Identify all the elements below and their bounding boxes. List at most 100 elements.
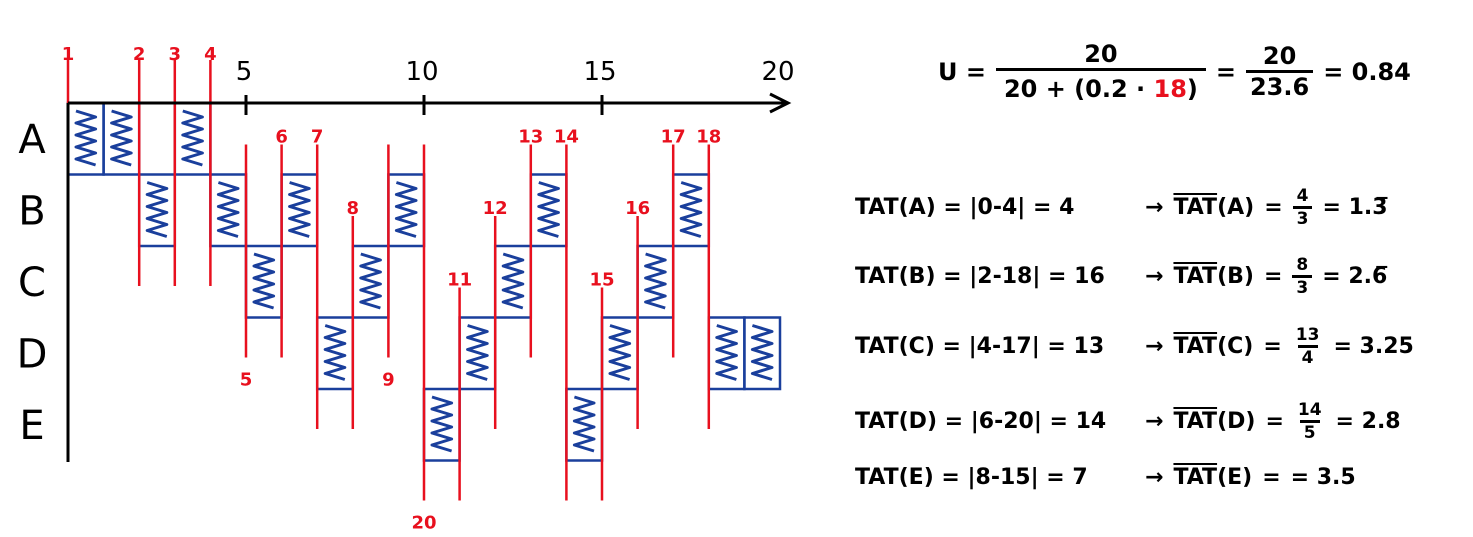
fraction-denominator: 3 [1292, 275, 1313, 298]
average-result: = 3.5 [1290, 465, 1356, 490]
utilization-denom-right: ) [1186, 75, 1198, 103]
hatch-scribble [537, 181, 560, 238]
hatch-scribble [288, 181, 311, 238]
hatch-scribble [359, 252, 382, 310]
row-label-e: E [19, 403, 44, 449]
average-result: = 2.8 [1335, 409, 1401, 434]
arrow-icon: → [1145, 334, 1164, 359]
average-tat-label: TAT [1173, 334, 1218, 359]
utilization-denominator2: 23.6 [1245, 70, 1314, 101]
hatch-scribble [110, 109, 133, 167]
equals-sign: = [1262, 465, 1281, 490]
switch-label: 17 [661, 127, 686, 148]
switch-label: 6 [275, 127, 288, 148]
fraction-denominator: 3 [1292, 206, 1313, 229]
utilization-denom-left: 20 + (0.2 · [1003, 75, 1146, 103]
average-tat-label: TAT [1173, 465, 1218, 490]
tick-labels: 5 10 15 20 [236, 57, 795, 87]
switch-label: 18 [696, 127, 721, 148]
hatch-scribble [644, 252, 667, 310]
utilization-eq1: = [1215, 57, 1236, 86]
fraction-denominator: 5 [1299, 420, 1320, 443]
switch-label: 5 [240, 370, 253, 391]
hatch-scribble [679, 181, 703, 238]
tick-label: 20 [761, 57, 794, 87]
tat-expression: TAT(B) = |2-18| = 16 [855, 264, 1105, 289]
utilization-denom-red: 18 [1153, 75, 1187, 103]
average-tat: TAT(A) [1173, 195, 1254, 220]
hatch-scribble [323, 324, 347, 381]
equals-sign: = [1265, 409, 1284, 434]
fraction-numerator: 14 [1297, 400, 1322, 420]
utilization-denominator: 20 + (0.2 · 18) [995, 68, 1206, 103]
switch-label: 1 [62, 44, 75, 65]
row-label-b: B [18, 188, 45, 234]
row-label-a: A [18, 117, 46, 163]
switch-label: 14 [554, 127, 579, 148]
tick-label: 10 [405, 57, 438, 87]
equals-sign: = [1263, 264, 1283, 289]
average-tat-process: (A) [1217, 195, 1255, 220]
hatch-scribble [216, 181, 240, 238]
average-tat-process: (E) [1217, 465, 1253, 490]
hatch-scribble [608, 324, 632, 381]
fraction-numerator: 13 [1295, 325, 1320, 345]
switch-label: 7 [311, 127, 324, 148]
average-result: = 2.6̅ [1322, 264, 1388, 289]
switch-label: 2 [133, 44, 146, 65]
utilization-numerator2: 20 [1262, 42, 1297, 70]
switch-label: 12 [483, 198, 508, 219]
arrow-icon: → [1145, 264, 1164, 289]
tick-label: 5 [236, 57, 253, 87]
tat-row: TAT(E) = |8-15| = 7 → TAT(E) = = 3.5 [855, 465, 1356, 490]
utilization-numerator: 20 [1084, 40, 1118, 68]
average-result: = 1.3̅ [1322, 195, 1388, 220]
tat-expression: TAT(A) = |0-4| = 4 [855, 195, 1075, 220]
utilization-lhs: U = [938, 57, 986, 86]
utilization-fraction: 20 20 + (0.2 · 18) [995, 40, 1206, 103]
switch-label: 9 [382, 370, 395, 391]
hatch-scribble [181, 109, 204, 167]
process-block-d [743, 316, 782, 391]
switch-label: 13 [518, 127, 543, 148]
arrow-icon: → [1145, 409, 1164, 434]
utilization-fraction2: 20 23.6 [1245, 42, 1314, 101]
average-tat-process: (C) [1217, 334, 1254, 359]
hatch-scribble [145, 181, 169, 238]
fraction-numerator: 4 [1296, 186, 1309, 206]
switch-label: 15 [589, 270, 614, 291]
average-tat: TAT(E) [1173, 465, 1252, 490]
hatch-scribble [466, 324, 489, 381]
equals-sign: = [1263, 334, 1282, 359]
row-label-c: C [18, 260, 46, 306]
average-tat: TAT(D) [1173, 409, 1255, 434]
axes [66, 92, 792, 462]
hatch-scribble [394, 181, 418, 238]
tick-label: 15 [583, 57, 616, 87]
tat-expression: TAT(C) = |4-17| = 13 [855, 334, 1105, 359]
switch-label: 3 [169, 44, 182, 65]
average-result: = 3.25 [1333, 334, 1414, 359]
switch-label: 11 [447, 270, 472, 291]
average-tat-label: TAT [1173, 409, 1218, 434]
switch-label: 16 [625, 198, 650, 219]
average-tat-process: (B) [1217, 264, 1254, 289]
hatch-scribble [501, 252, 525, 310]
utilization-formula: U = 20 20 + (0.2 · 18) = 20 23.6 = 0.84 [938, 40, 1411, 103]
hatch-scribble [750, 324, 774, 381]
hatch-scribble [74, 109, 98, 167]
fraction-numerator: 8 [1296, 255, 1309, 275]
arrow-icon: → [1145, 465, 1164, 490]
average-tat-label: TAT [1173, 264, 1218, 289]
tat-expression: TAT(E) = |8-15| = 7 [855, 465, 1088, 490]
hatch-scribble [430, 395, 454, 453]
switch-label: 8 [347, 198, 360, 219]
